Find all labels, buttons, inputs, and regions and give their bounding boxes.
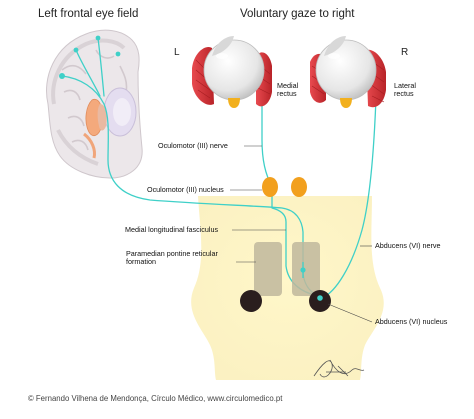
node-pprf — [300, 267, 306, 273]
node-cortex-2 — [95, 35, 101, 41]
leader-lines — [230, 145, 373, 323]
label-abducens-nerve: Abducens (VI) nerve — [375, 241, 441, 250]
signature — [313, 359, 365, 378]
abducens-nerve-path — [321, 97, 377, 299]
node-abducens — [317, 295, 323, 301]
copyright-credit: © Fernando Vilhena de Mendonça, Círculo … — [28, 394, 283, 403]
label-mlf: Medial longitudinal fasciculus — [125, 225, 219, 234]
optic-nerve-left — [228, 98, 240, 108]
pathway — [61, 37, 377, 299]
eye-letter-right: R — [401, 47, 409, 58]
node-cortex-3 — [115, 51, 121, 57]
oculomotor-nucleus-left — [262, 177, 278, 197]
optic-nerve-right — [340, 98, 352, 108]
right-eye — [310, 36, 386, 108]
abducens-nucleus-right — [309, 290, 331, 312]
brain-section — [46, 29, 143, 179]
fef-connection-1 — [75, 49, 101, 97]
title-left-frontal-eye-field: Left frontal eye field — [38, 8, 139, 20]
label-medial-rectus: Medial rectus — [277, 81, 299, 98]
label-lateral-rectus: Lateral rectus — [394, 81, 416, 98]
node-cortex-1 — [73, 47, 79, 53]
title-voluntary-gaze: Voluntary gaze to right — [240, 8, 355, 20]
oculomotor-nucleus-right — [291, 177, 307, 197]
pprf-left — [254, 242, 282, 296]
pprf-right — [292, 242, 320, 296]
label-pprf: Paramedian pontine reticular formation — [126, 249, 218, 266]
label-oculomotor-nerve: Oculomotor (III) nerve — [158, 141, 228, 150]
node-fef — [59, 73, 65, 79]
left-eye — [192, 36, 272, 108]
pathway-nodes — [59, 35, 121, 79]
corticobulbar-tract — [61, 75, 304, 269]
label-oculomotor-nucleus: Oculomotor (III) nucleus — [147, 185, 224, 194]
abducens-nucleus-left — [240, 290, 262, 312]
label-abducens-nucleus: Abducens (VI) nucleus — [375, 317, 448, 326]
brainstem — [191, 196, 384, 380]
eye-letter-left: L — [174, 47, 180, 58]
fef-connection-2 — [97, 37, 105, 97]
